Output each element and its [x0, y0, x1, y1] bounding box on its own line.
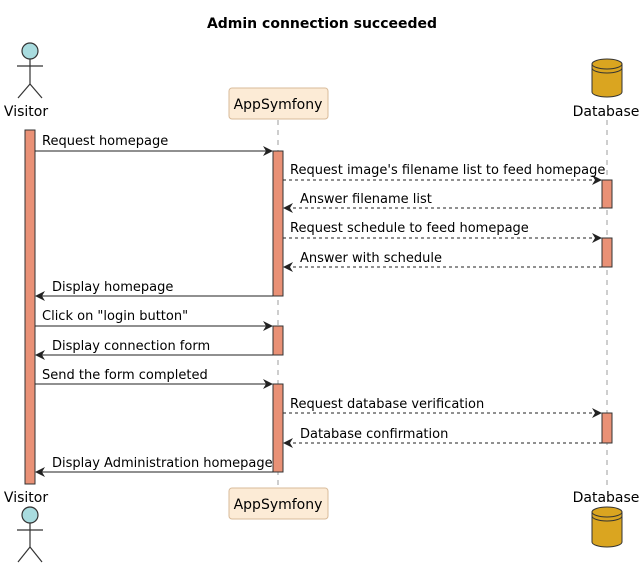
- msg-display-form: Display connection form: [52, 339, 210, 354]
- msg-database-confirmation: Database confirmation: [300, 427, 448, 442]
- app-activation-1: [272, 150, 284, 297]
- msg-click-login: Click on "login button": [42, 309, 188, 324]
- msg-display-homepage: Display homepage: [52, 280, 173, 295]
- database-label-top: Database: [573, 104, 640, 120]
- msg-request-homepage: Request homepage: [42, 134, 168, 149]
- msg-request-schedule: Request schedule to feed homepage: [290, 221, 529, 236]
- database-icon-bottom: [591, 506, 623, 548]
- db-activation-3: [601, 412, 613, 444]
- visitor-actor-icon: [17, 42, 43, 99]
- msg-display-admin-homepage: Display Administration homepage: [52, 456, 273, 471]
- msg-request-filenames: Request image's filename list to feed ho…: [290, 163, 605, 178]
- database-label-bottom: Database: [573, 490, 640, 506]
- diagram-title: Admin connection succeeded: [207, 16, 437, 32]
- visitor-activation: [24, 129, 36, 485]
- msg-request-verification: Request database verification: [290, 397, 484, 412]
- msg-answer-filenames: Answer filename list: [300, 192, 432, 207]
- msg-send-form: Send the form completed: [42, 368, 208, 383]
- app-participant-top: [228, 87, 329, 120]
- db-activation-2: [601, 237, 613, 268]
- msg-answer-schedule: Answer with schedule: [300, 251, 442, 266]
- app-activation-3: [272, 383, 284, 473]
- database-icon-top: [591, 58, 623, 98]
- visitor-label-top: Visitor: [4, 104, 48, 120]
- visitor-label-bottom: Visitor: [4, 490, 48, 506]
- app-activation-2: [272, 325, 284, 356]
- app-label-top: AppSymfony: [234, 97, 323, 113]
- db-activation-1: [601, 179, 613, 209]
- app-label-bottom: AppSymfony: [234, 497, 323, 513]
- visitor-actor-icon-bottom: [17, 506, 43, 563]
- app-participant-bottom: [228, 487, 329, 520]
